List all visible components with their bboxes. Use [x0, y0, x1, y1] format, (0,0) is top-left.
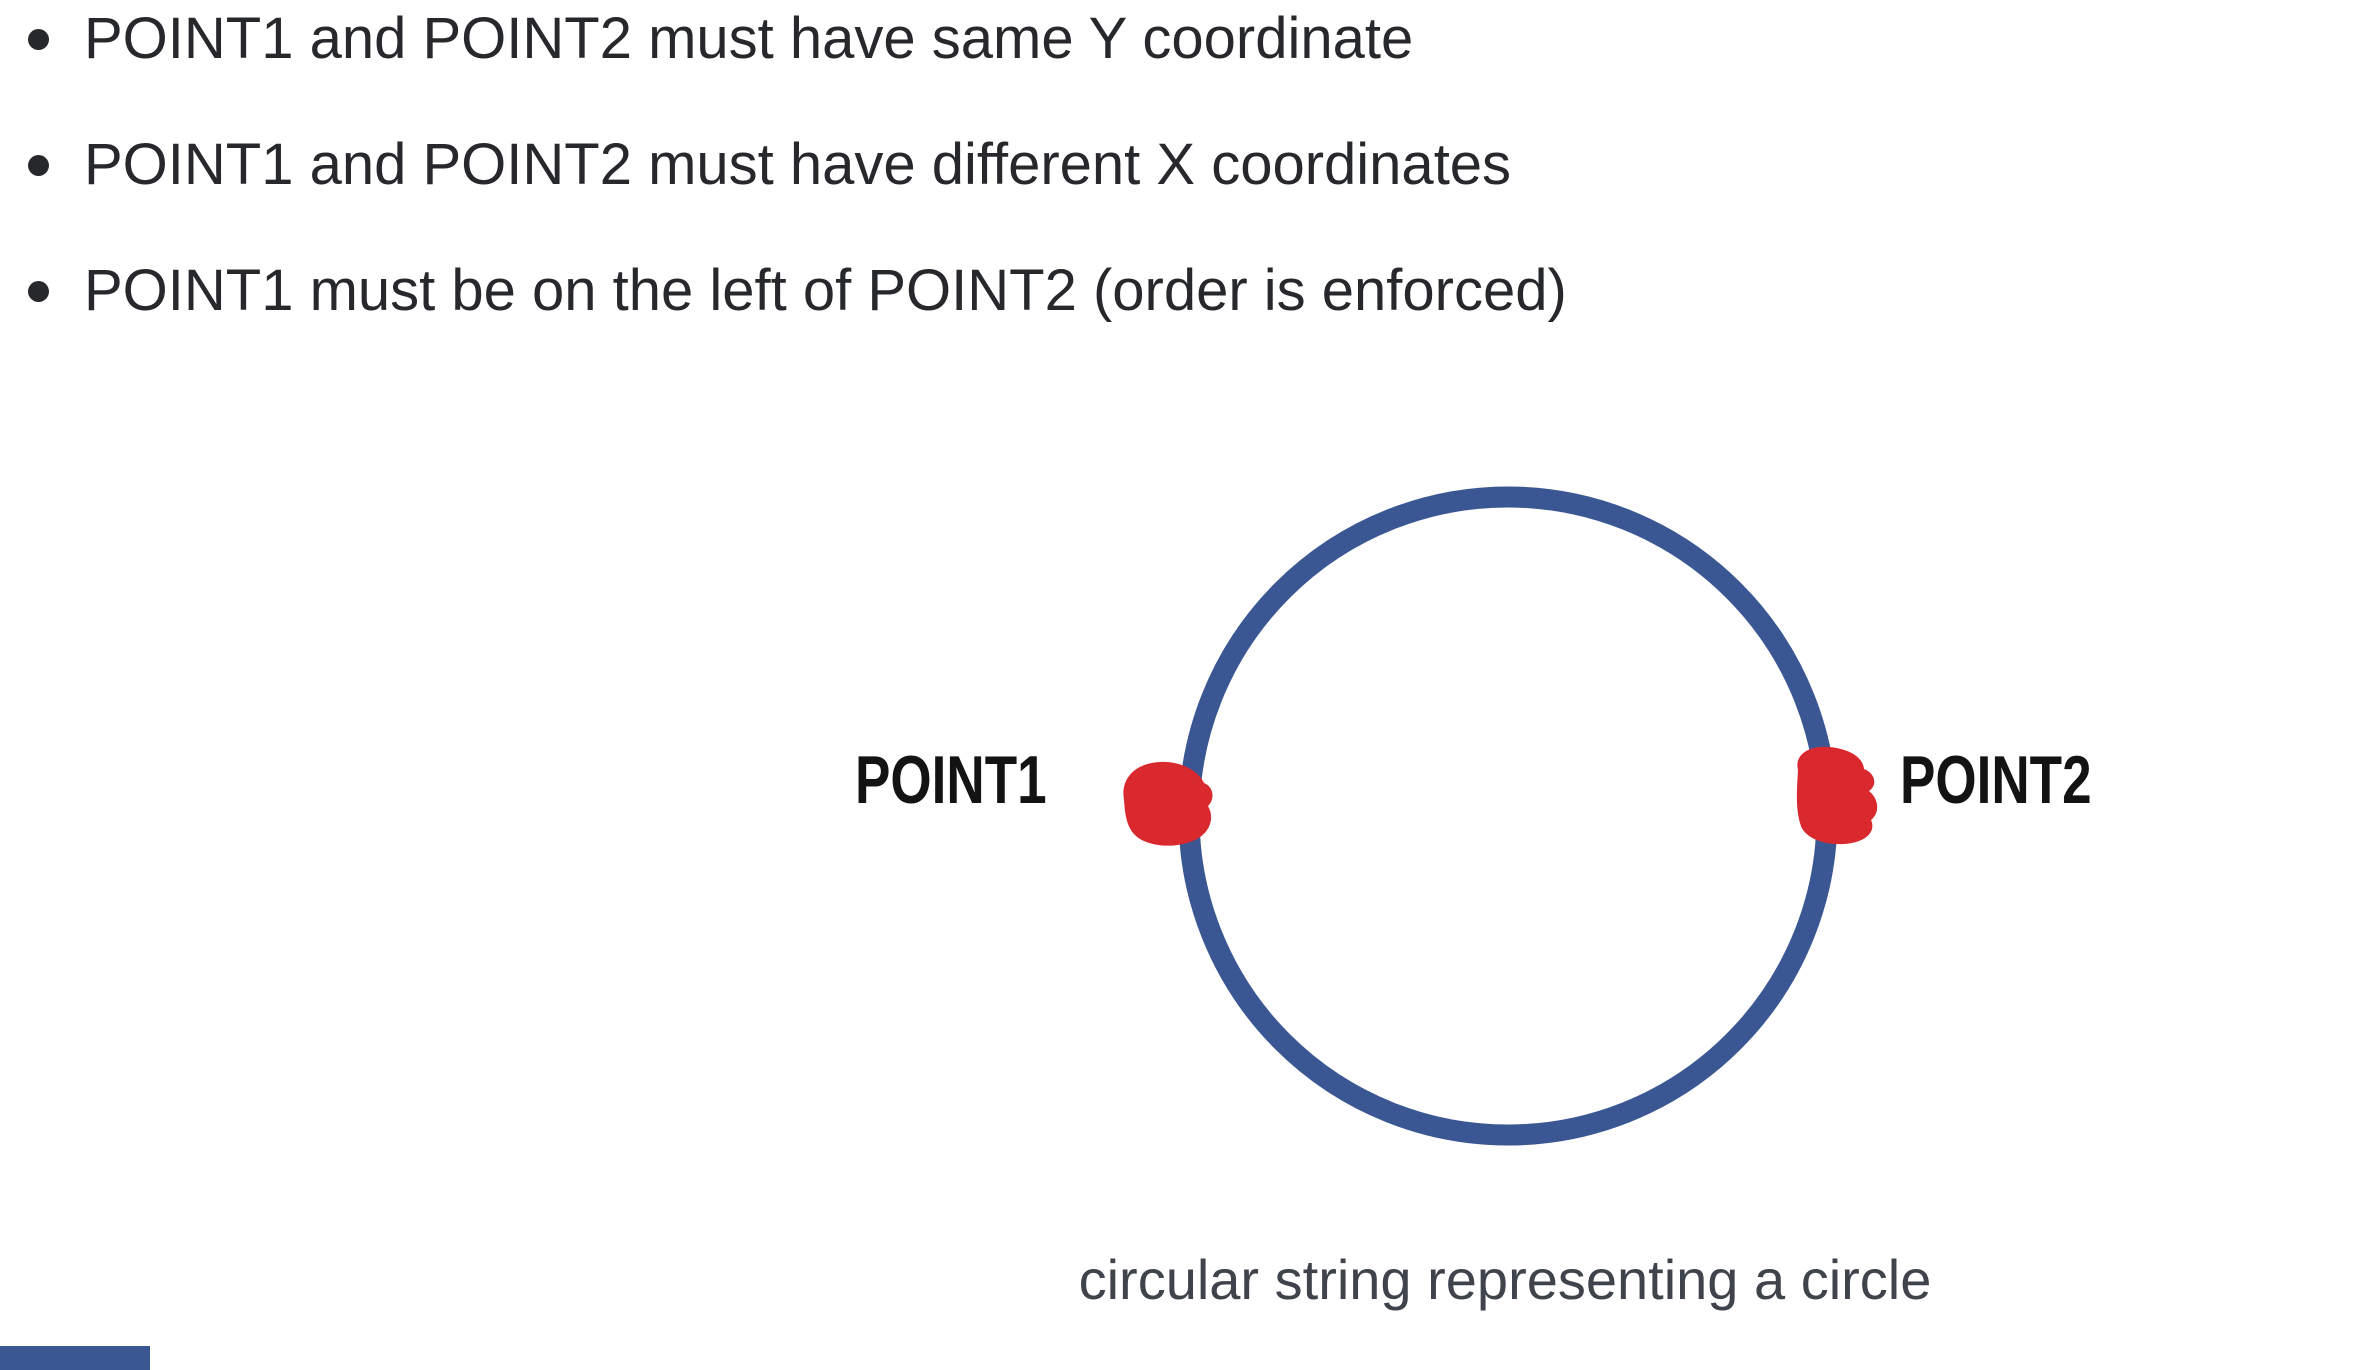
bullet-marker-icon [28, 155, 49, 176]
list-item: POINT1 and POINT2 must have same Y coord… [28, 2, 2028, 76]
point2-label: POINT2 [1900, 742, 2092, 818]
bullet-marker-icon [28, 29, 49, 50]
bullet-text: POINT1 and POINT2 must have same Y coord… [84, 6, 1414, 71]
bullet-list: POINT1 and POINT2 must have same Y coord… [28, 2, 2028, 380]
list-item: POINT1 and POINT2 must have different X … [28, 128, 2028, 202]
bullet-text: POINT1 must be on the left of POINT2 (or… [84, 258, 1567, 323]
list-item: POINT1 must be on the left of POINT2 (or… [28, 254, 2028, 328]
figure-caption: circular string representing a circle [1078, 1248, 1932, 1311]
point2-marker [1796, 746, 1878, 845]
circle-shape [1178, 486, 1838, 1146]
clipped-blue-shape [0, 1346, 150, 1370]
point1-label: POINT1 [855, 742, 1047, 818]
bullet-text: POINT1 and POINT2 must have different X … [84, 132, 1512, 197]
bullet-marker-icon [28, 281, 49, 302]
point1-marker [1123, 761, 1213, 846]
